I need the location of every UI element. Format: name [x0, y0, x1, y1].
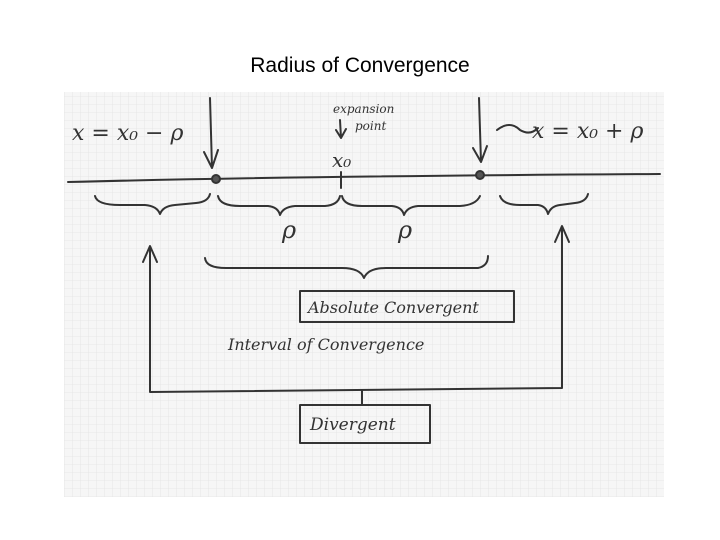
right-divergent-brace [499, 193, 589, 215]
left-loop-arrowhead [142, 245, 158, 263]
expansion-point-label-line1: expansion [333, 102, 394, 116]
right-label-leader [496, 124, 539, 134]
divergent-loop-line [149, 227, 563, 393]
absolute-convergence-brace [204, 255, 489, 279]
absolute-convergent-label: Absolute Convergent [306, 298, 479, 317]
right-endpoint-dot [475, 170, 485, 180]
right-loop-arrowhead [554, 225, 570, 243]
right-endpoint-arrow [472, 97, 488, 163]
left-endpoint-label: x = x₀ − ρ [72, 121, 183, 146]
left-endpoint-arrow [203, 97, 219, 169]
left-rho-brace [217, 195, 341, 216]
right-endpoint-label: x = x₀ + ρ [532, 119, 643, 144]
right-rho-brace [341, 195, 481, 216]
center-label: x₀ [332, 148, 351, 172]
divergent-label: Divergent [309, 415, 396, 435]
left-divergent-brace [94, 193, 211, 215]
number-line [67, 173, 661, 183]
rho-right-label: ρ [397, 216, 412, 244]
expansion-point-label-line2: point [355, 119, 386, 133]
interval-of-convergence-label: Interval of Convergence [227, 335, 424, 354]
rho-left-label: ρ [281, 216, 296, 244]
absolute-convergent-box [299, 290, 515, 323]
left-endpoint-dot [211, 174, 221, 184]
expansion-point-arrow [335, 119, 347, 139]
divergent-box [299, 404, 431, 444]
page-title: Radius of Convergence [250, 54, 470, 77]
